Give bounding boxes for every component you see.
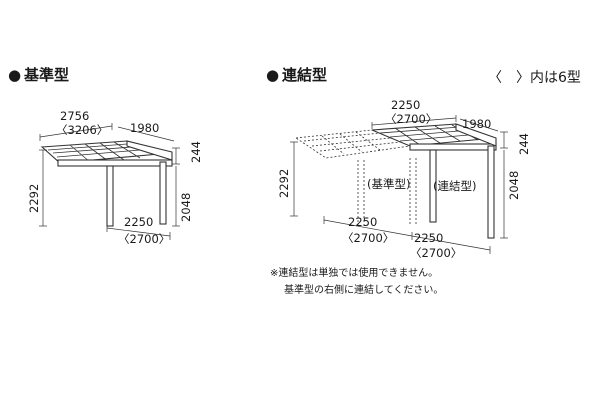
linked-slope: 244 (517, 133, 531, 155)
linked-post-front (429, 149, 437, 223)
basic-height-front: 2292 (27, 184, 41, 213)
basic-height-rear: 2048 (179, 193, 193, 222)
linked-label-basic: (基準型) (367, 177, 410, 191)
linked-label-linked: (連結型) (433, 179, 476, 193)
linked-dimensions: 2250 〈2700〉 1980 244 2048 2292 2250 〈270… (277, 98, 531, 260)
basic-slope: 244 (189, 141, 203, 163)
basic-depth: 1980 (130, 121, 159, 135)
linked-rear-beam (455, 123, 497, 147)
linked-front-beam (409, 143, 497, 151)
linked-top-width-6: 〈2700〉 (385, 112, 437, 126)
bullet-basic: ● (8, 66, 21, 84)
basic-roof-rafters (47, 141, 141, 163)
linked-top-width: 2250 (391, 98, 420, 112)
linked-height-rear: 2048 (507, 171, 521, 200)
basic-bottom-width: 2250 (124, 215, 153, 229)
basic-carport-drawing (40, 140, 173, 227)
linked-ghost-rafters (303, 131, 401, 155)
basic-dimensions: 2756 〈3206〉 1980 244 2048 2292 2250 〈270… (27, 109, 203, 246)
linked-bottom-width-right-6: 〈2700〉 (410, 246, 462, 260)
basic-bottom-width-6: 〈2700〉 (118, 232, 170, 246)
basic-top-width-6: 〈3206〉 (56, 123, 108, 137)
linked-bottom-width-right: 2250 (414, 231, 443, 245)
basic-post-front (106, 165, 114, 227)
basic-post-rear (159, 161, 167, 225)
basic-top-width: 2756 (60, 109, 89, 123)
legend-note: 〈 〉内は6型 (488, 70, 581, 86)
linked-height-front: 2292 (277, 169, 291, 198)
bullet-linked: ● (266, 66, 279, 84)
note-line-2: 基準型の右側に連結してください。 (284, 283, 443, 296)
linked-bottom-width-left: 2250 (348, 215, 377, 229)
basic-front-beam (57, 159, 173, 167)
note-line-1: ※連結型は単独では使用できません。 (270, 266, 438, 279)
basic-rear-beam (126, 140, 173, 161)
section-title-basic: 基準型 (23, 66, 69, 84)
linked-post-rear (487, 145, 495, 239)
linked-bottom-width-left-6: 〈2700〉 (342, 231, 394, 245)
section-title-linked: 連結型 (282, 66, 327, 84)
linked-depth: 1980 (462, 117, 491, 131)
linked-carport-drawing: (基準型) (連結型) (294, 123, 497, 239)
